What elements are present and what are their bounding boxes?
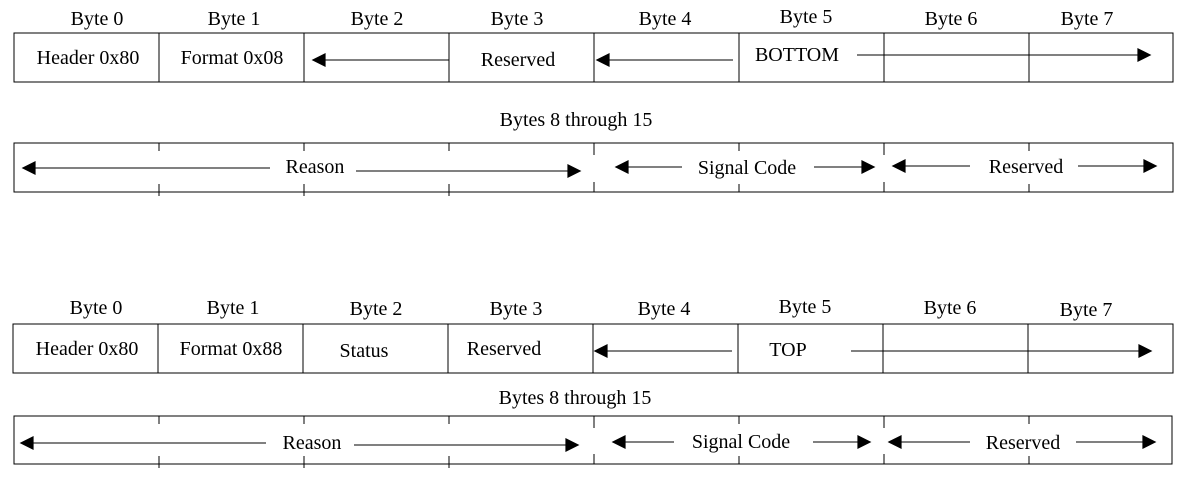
byte-5-header: Byte 5 (780, 6, 833, 28)
byte-5-header: Byte 5 (779, 296, 832, 318)
byte-4-header: Byte 4 (639, 8, 692, 30)
byte-1-header: Byte 1 (207, 297, 260, 319)
format-field: Format 0x08 (181, 47, 284, 69)
reason-field: Reason (286, 156, 345, 178)
reserved-field: Reserved (467, 338, 541, 360)
byte-7-header: Byte 7 (1060, 299, 1113, 321)
format-2-bytes-0-7-row: Header 0x80 Format 0x88 Status Reserved … (12, 323, 1174, 374)
format-2-byte-headers: Byte 0 Byte 1 Byte 2 Byte 3 Byte 4 Byte … (70, 296, 1113, 321)
format-1: Byte 0 Byte 1 Byte 2 Byte 3 Byte 4 Byte … (13, 6, 1174, 196)
format-2: Byte 0 Byte 1 Byte 2 Byte 3 Byte 4 Byte … (12, 296, 1174, 468)
header-field: Header 0x80 (36, 338, 139, 360)
format-1-bytes-8-15-row: Reason Signal Code Reserved (13, 142, 1174, 196)
bytes-8-15-title: Bytes 8 through 15 (499, 387, 652, 409)
row-frame (13, 415, 1173, 465)
format-1-byte-headers: Byte 0 Byte 1 Byte 2 Byte 3 Byte 4 Byte … (71, 6, 1114, 30)
reserved-field: Reserved (481, 49, 555, 71)
byte-1-header: Byte 1 (208, 8, 261, 30)
byte-3-header: Byte 3 (491, 8, 544, 30)
status-field: Status (340, 340, 389, 362)
bytes-8-15-title: Bytes 8 through 15 (500, 109, 653, 131)
byte-4-header: Byte 4 (638, 298, 691, 320)
format-1-bytes-0-7-row: Header 0x80 Format 0x08 Reserved BOTTOM (13, 32, 1174, 83)
header-field: Header 0x80 (37, 47, 140, 69)
byte-2-header: Byte 2 (350, 298, 403, 320)
format-field: Format 0x88 (180, 338, 283, 360)
signal-code-field: Signal Code (698, 157, 796, 179)
byte-7-header: Byte 7 (1061, 8, 1114, 30)
byte-0-header: Byte 0 (70, 297, 123, 319)
byte-6-header: Byte 6 (925, 8, 978, 30)
byte-0-header: Byte 0 (71, 8, 124, 30)
byte-6-header: Byte 6 (924, 297, 977, 319)
signal-code-field: Signal Code (692, 431, 790, 453)
format-2-bytes-8-15-row: Reason Signal Code Reserved (13, 415, 1173, 468)
position-field: TOP (769, 339, 806, 361)
byte-2-header: Byte 2 (351, 8, 404, 30)
reason-field: Reason (283, 432, 342, 454)
reserved-field: Reserved (989, 156, 1063, 178)
reserved-field: Reserved (986, 432, 1060, 454)
position-field: BOTTOM (755, 44, 839, 66)
byte-3-header: Byte 3 (490, 298, 543, 320)
